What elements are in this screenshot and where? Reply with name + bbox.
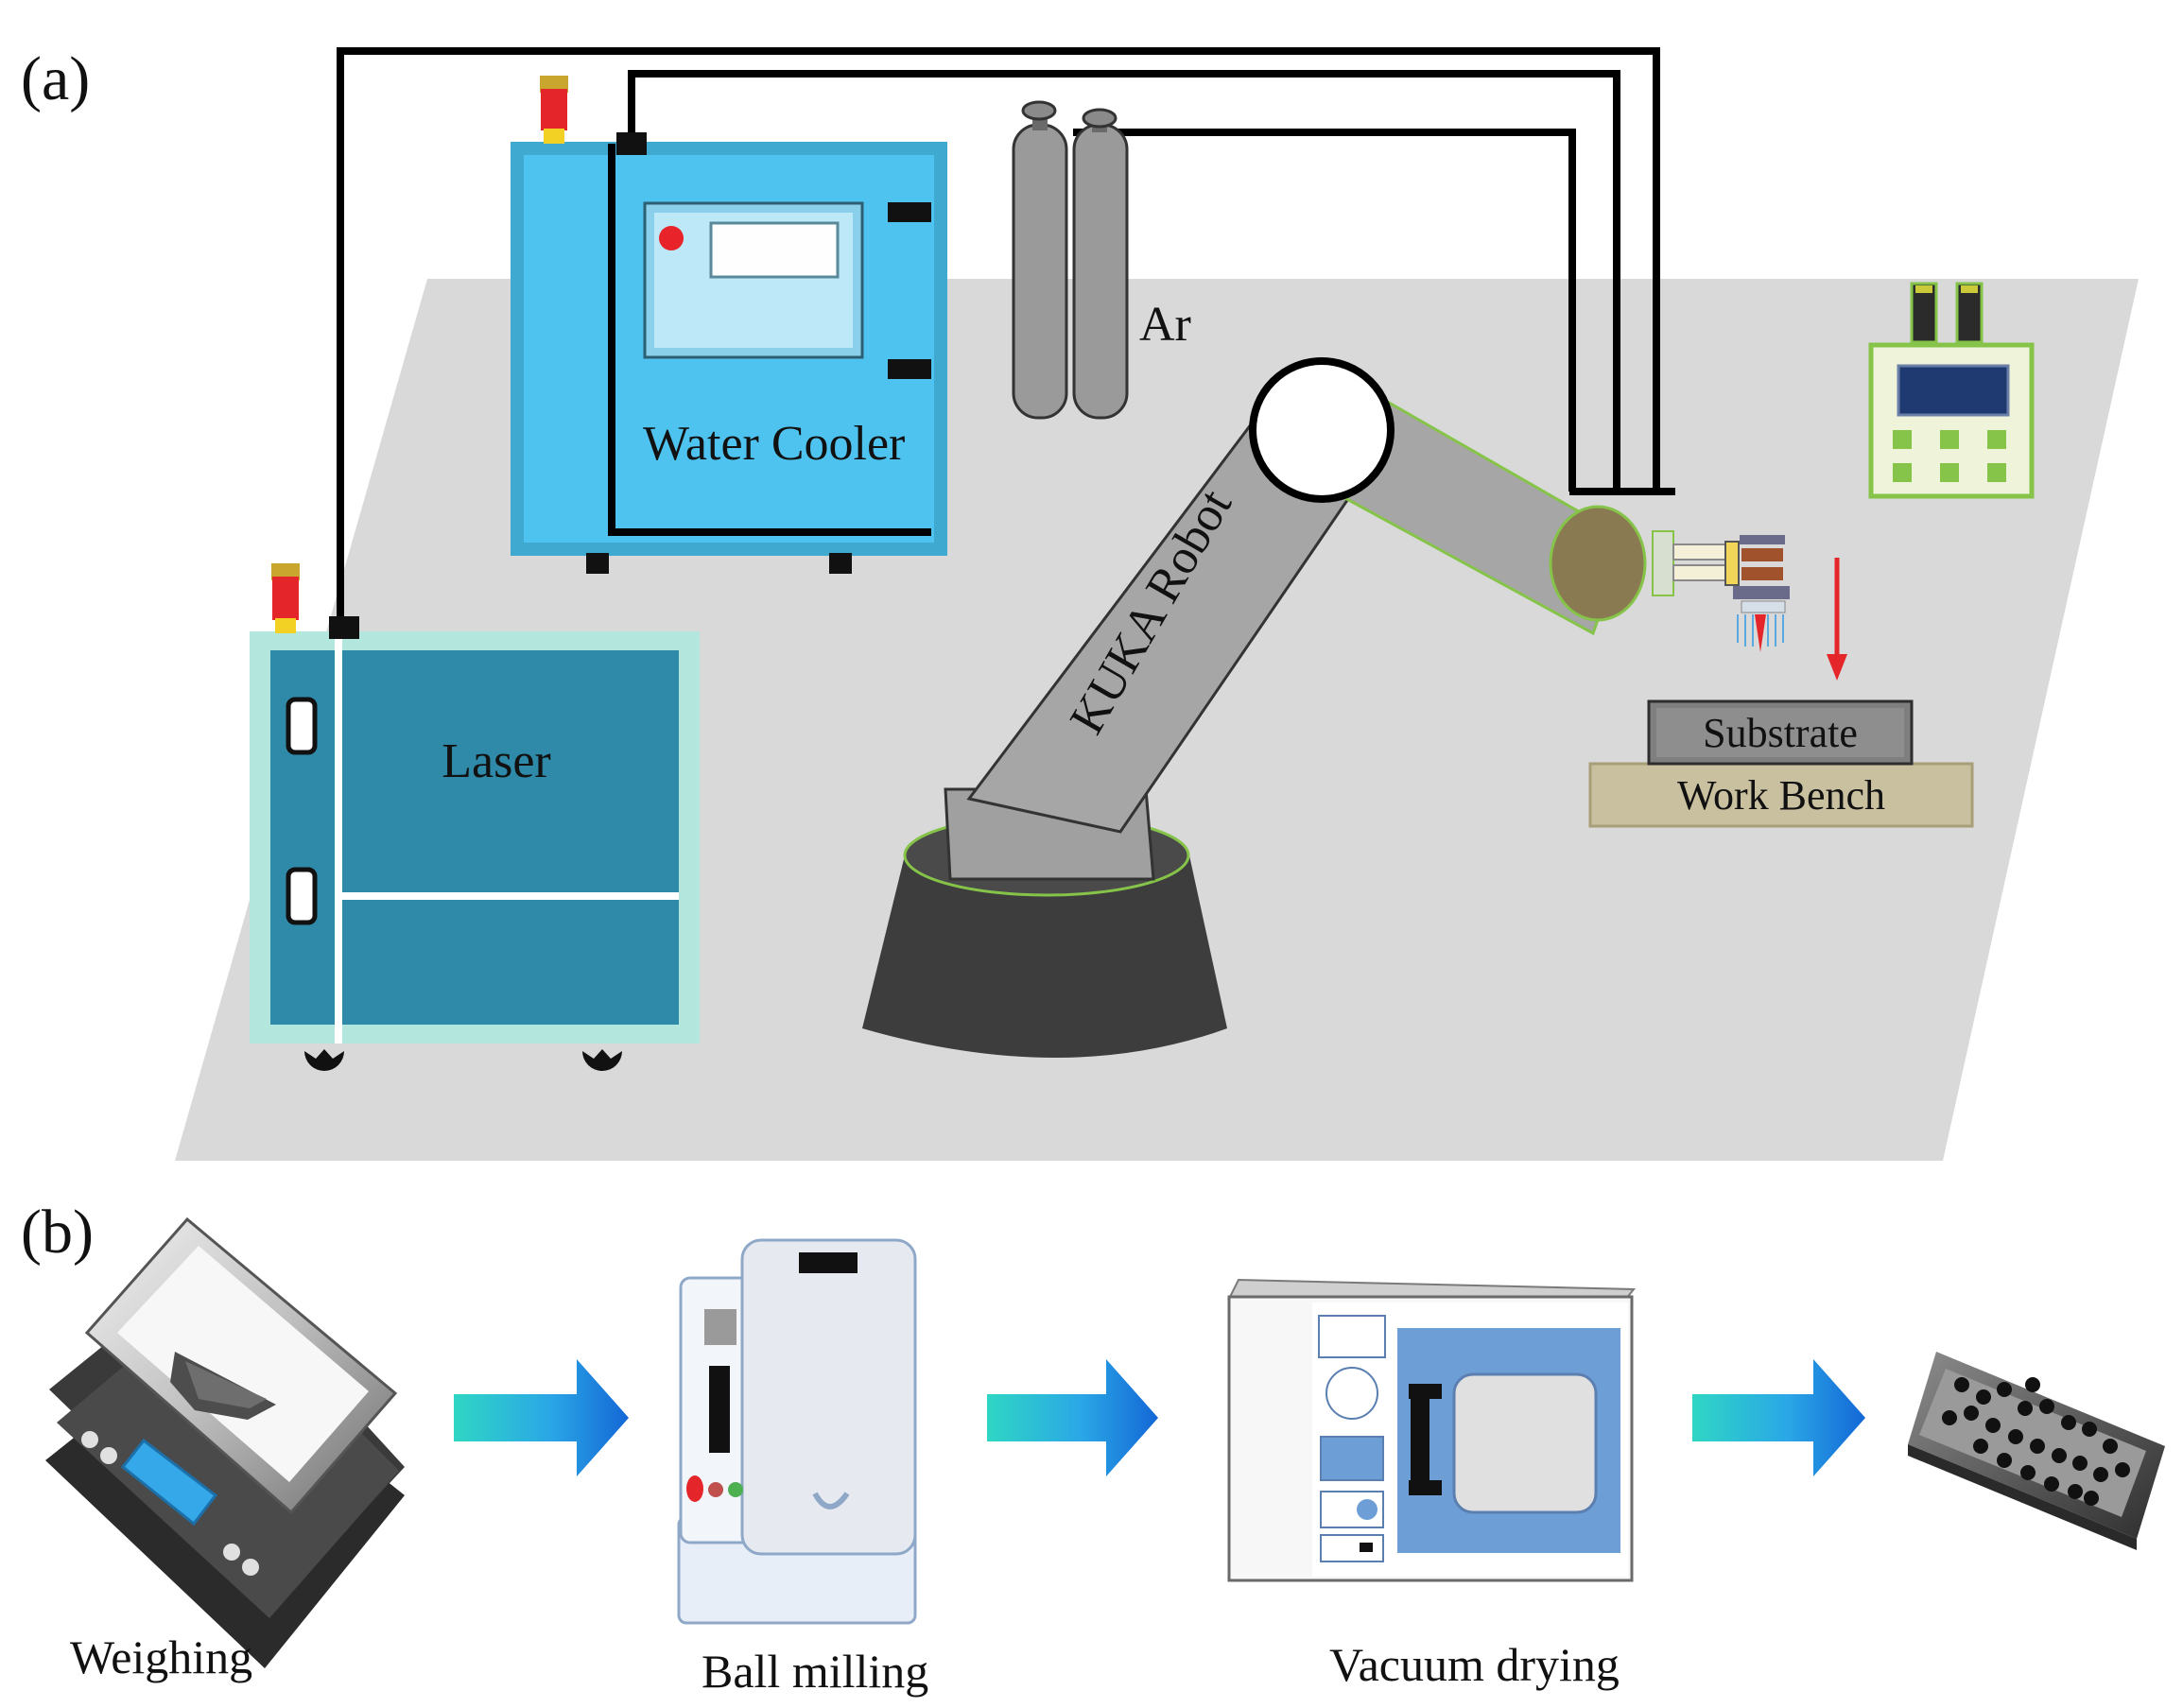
down-arrow-icon [1827, 558, 1847, 681]
work-bench: Work Bench [1588, 762, 1974, 828]
controller-icon [1868, 282, 2035, 499]
ball-mill-icon [677, 1238, 917, 1625]
work-bench-label: Work Bench [1677, 772, 1885, 819]
substrate-label: Substrate [1703, 710, 1858, 756]
process-arrow-icon [454, 1359, 629, 1476]
signal-lamp-icon [271, 563, 300, 633]
step-label-vacuum-drying: Vacuum drying [1329, 1638, 1620, 1691]
laser-unit: Laser [250, 616, 700, 1071]
substrate: Substrate [1647, 699, 1914, 766]
process-arrow-icon [1692, 1359, 1865, 1476]
water-cooler-label: Water Cooler [643, 417, 905, 471]
step-label-weighing: Weighing [70, 1630, 252, 1683]
panel-b-label: (b) [21, 1198, 94, 1267]
water-cooler: Water Cooler [511, 132, 947, 574]
cable-lines [337, 47, 1675, 629]
vacuum-oven-icon [1227, 1278, 1637, 1582]
scale-icon [45, 1216, 405, 1668]
gas-label: Ar [1139, 298, 1191, 352]
signal-lamp-icon [540, 76, 568, 144]
laser-label: Laser [442, 734, 550, 788]
panel-a-label: (a) [21, 44, 90, 113]
sample-plate-icon [1908, 1352, 2165, 1550]
gas-cylinder-icon: Ar [1012, 100, 1191, 420]
kuka-robot: KUKA Robot [862, 357, 1674, 1058]
laser-head-icon [1672, 535, 1790, 652]
step-label-ball-milling: Ball milling [702, 1645, 928, 1698]
process-arrow-icon [987, 1359, 1158, 1476]
